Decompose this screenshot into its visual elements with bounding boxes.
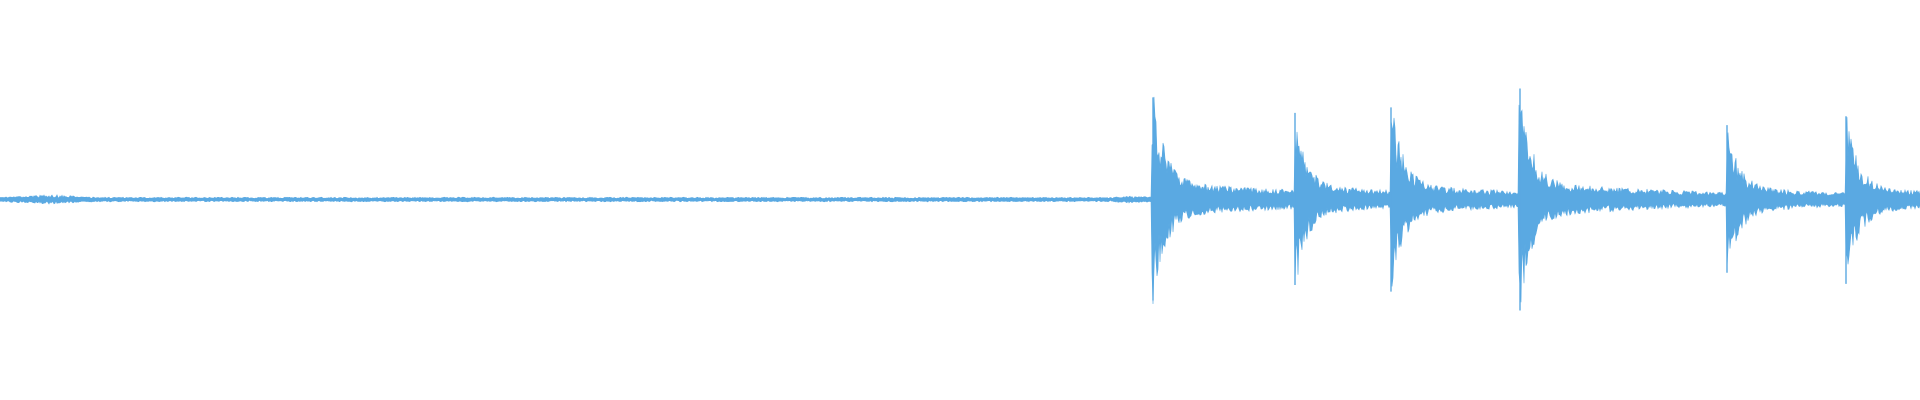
waveform-samples <box>0 88 1920 311</box>
waveform-envelope <box>0 96 1920 305</box>
